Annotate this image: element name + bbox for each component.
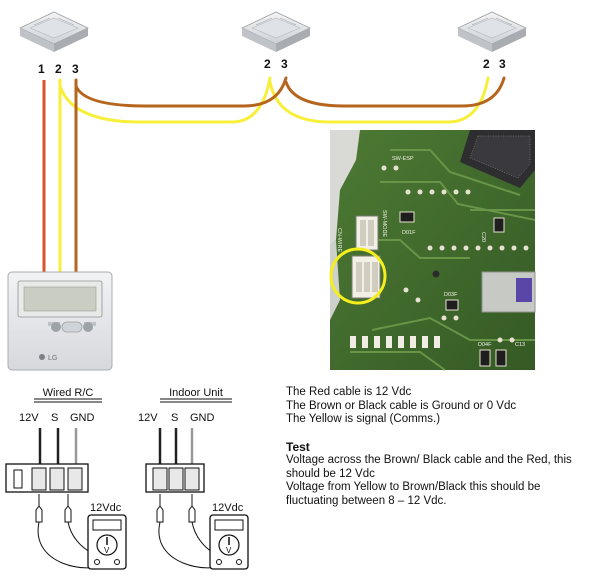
- wired-rc-meter-unit: V: [104, 546, 110, 555]
- wired-rc-terminal-12v: 12V: [19, 412, 39, 424]
- test-step-2: Voltage from Yellow to Brown/Black this …: [286, 481, 541, 507]
- wired-rc-probes: [35, 494, 72, 523]
- pcb-label-c20: C20: [480, 232, 486, 242]
- indoor-unit-title: Indoor Unit: [169, 387, 223, 399]
- indoor-unit-2: [241, 11, 311, 52]
- unit-1-terminal-labels: 1 2 3: [38, 62, 79, 76]
- unit-2-terminal-labels: 2 3: [264, 57, 288, 71]
- indoor-unit-multimeter: V: [209, 514, 249, 570]
- pcb-label-cn-wire: CN-WIRE: [336, 228, 342, 252]
- pcb-silkscreen-labels: SW-ESP CN-WIRE SW-MODE D01F C20 D03F D04…: [336, 156, 525, 348]
- test-heading: Test: [286, 439, 310, 454]
- pcb-photo: SW-ESP CN-WIRE SW-MODE D01F C20 D03F D04…: [329, 130, 536, 371]
- indoor-unit-3: [457, 11, 527, 52]
- wired-rc-multimeter: V: [87, 514, 127, 570]
- indoor-unit-meter-unit: V: [226, 546, 232, 555]
- pcb-label-d03f: D03F: [444, 292, 458, 298]
- highlight-circle: [329, 247, 387, 305]
- unit-1-terminal-2: 2: [55, 62, 62, 76]
- notes-panel: The Red cable is 12 Vdc The Brown or Bla…: [286, 386, 596, 508]
- pcb-solder-pads: [381, 165, 529, 343]
- unit-2-terminal-2: 2: [264, 57, 271, 71]
- pcb-label-d01f: D01F: [402, 230, 416, 236]
- unit-1-terminal-3: 3: [72, 62, 79, 76]
- remote-button-row: [48, 321, 96, 333]
- indoor-unit-meter-label: 12Vdc: [212, 502, 244, 514]
- indoor-unit-terminal-block: [145, 463, 205, 493]
- pcb-components: [350, 211, 536, 367]
- unit-1-terminal-1: 1: [38, 62, 45, 76]
- wired-remote-controller: LG: [7, 271, 113, 371]
- test-step-1: Voltage across the Brown/ Black cable an…: [286, 454, 572, 480]
- wired-rc-title: Wired R/C: [43, 387, 94, 399]
- pcb-header-row: [350, 336, 440, 348]
- lg-logo-icon: [39, 354, 45, 360]
- unit-2-terminal-3: 3: [281, 57, 288, 71]
- note-red-cable: The Red cable is 12 Vdc: [286, 386, 412, 398]
- wired-rc-terminal-block: [5, 463, 89, 493]
- cable-brown: [74, 76, 506, 275]
- pcb-label-d04f: D04F: [478, 342, 492, 348]
- pcb-label-c13: C13: [515, 342, 525, 348]
- indoor-unit-terminal-12v: 12V: [138, 412, 158, 424]
- indoor-unit-terminal-gnd: GND: [190, 412, 215, 424]
- note-brown-cable: The Brown or Black cable is Ground or 0 …: [286, 399, 517, 412]
- notes-spacer: [286, 427, 596, 441]
- pcb-microchip: [460, 130, 535, 188]
- indoor-unit-1: [19, 11, 89, 52]
- wiring-diagram-wired-rc: Wired R/C 12V S GND 12Vdc V: [5, 387, 127, 570]
- unit-3-terminal-labels: 2 3: [483, 57, 506, 71]
- wiring-diagram-indoor-unit: Indoor Unit 12V S GND 12Vdc V: [138, 387, 249, 570]
- pcb-label-sw-mode: SW-MODE: [381, 210, 387, 237]
- pcb-connector-upper: [355, 215, 379, 251]
- indoor-unit-terminal-s: S: [171, 412, 178, 424]
- pcb-connector-cn-wire: [351, 255, 381, 299]
- unit-3-terminal-2: 2: [483, 57, 490, 71]
- unit-3-terminal-3: 3: [499, 57, 506, 71]
- remote-brand: LG: [48, 355, 57, 362]
- wired-rc-terminal-gnd: GND: [70, 412, 95, 424]
- note-yellow-cable: The Yellow is signal (Comms.): [286, 413, 441, 425]
- wired-rc-meter-label: 12Vdc: [90, 502, 122, 514]
- indoor-unit-probes: [156, 494, 196, 523]
- wired-rc-terminal-s: S: [51, 412, 58, 424]
- pcb-label-sw-esp: SW-ESP: [392, 156, 414, 162]
